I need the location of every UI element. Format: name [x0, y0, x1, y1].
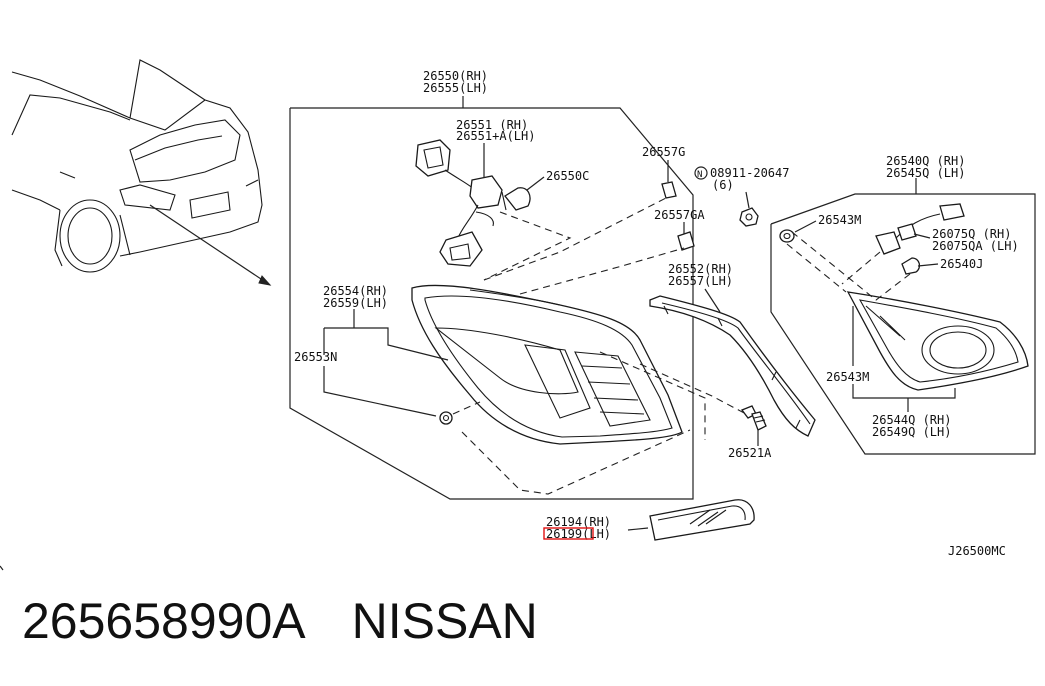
tail-lamp-26554 [411, 284, 683, 445]
callout-26550c: 26550C [546, 169, 589, 183]
callout-26553n: 26553N [294, 350, 337, 364]
inner-lamp-26544q [846, 291, 1029, 391]
diagram-code: J26500MC [948, 544, 1006, 558]
callout-26540j: 26540J [940, 257, 983, 271]
callout-26544q: 26544Q (RH) [872, 413, 951, 427]
reflector-26194 [649, 499, 755, 541]
callout-26521a: 26521A [728, 446, 772, 460]
bulb-26550c [501, 187, 531, 211]
n-symbol: N [697, 170, 702, 180]
clip-26557ga [677, 231, 695, 251]
car-rear-illustration [11, 59, 272, 286]
callout-26557g: 26557G [642, 145, 685, 159]
garnish-26552 [649, 295, 816, 437]
callout-08911: 08911-20647 [710, 166, 789, 180]
callout-26554: 26554(RH) [323, 284, 388, 298]
corner-mark [0, 565, 4, 571]
part-number: 265658990A [22, 593, 306, 649]
callout-26551a: 26551+A(LH) [456, 129, 535, 143]
brand-name: NISSAN [351, 593, 538, 649]
callout-26557: 26557(LH) [668, 274, 733, 288]
inner-lamp-frame [770, 178, 1036, 455]
nut-08911 [739, 207, 759, 227]
callout-26199: 26199(LH) [546, 527, 611, 541]
socket-harness-26551 [415, 139, 503, 267]
screw-26521a [740, 405, 767, 431]
callout-26075q: 26075Q (RH) [932, 227, 1011, 241]
callout-26550: 26550(RH) [423, 69, 488, 83]
callout-08911-qty: (6) [712, 178, 734, 192]
callout-26552: 26552(RH) [668, 262, 733, 276]
clip-26557g [661, 181, 677, 199]
callout-26549q: 26549Q (LH) [872, 425, 951, 439]
part-caption: 265658990A NISSAN [22, 596, 538, 646]
bulb-26540j [901, 257, 921, 275]
callout-26557ga: 26557GA [654, 208, 705, 222]
callout-26555: 26555(LH) [423, 81, 488, 95]
callout-26194: 26194(RH) [546, 515, 611, 529]
n-symbol-circle [694, 166, 708, 180]
callout-26545q: 26545Q (LH) [886, 166, 965, 180]
callout-26551: 26551 (RH) [456, 118, 528, 132]
highlight-box-26199 [543, 527, 594, 540]
callout-26543m-bottom: 26543M [826, 370, 869, 384]
callout-26543m-top: 26543M [818, 213, 861, 227]
callout-26075qa: 26075QA (LH) [932, 239, 1019, 253]
callout-26540q: 26540Q (RH) [886, 154, 965, 168]
grommet-26543m-top [779, 229, 795, 243]
main-assembly-frame [289, 96, 694, 500]
grommet-26553n [439, 411, 453, 425]
callout-26559: 26559(LH) [323, 296, 388, 310]
socket-harness-26075q [875, 203, 965, 255]
